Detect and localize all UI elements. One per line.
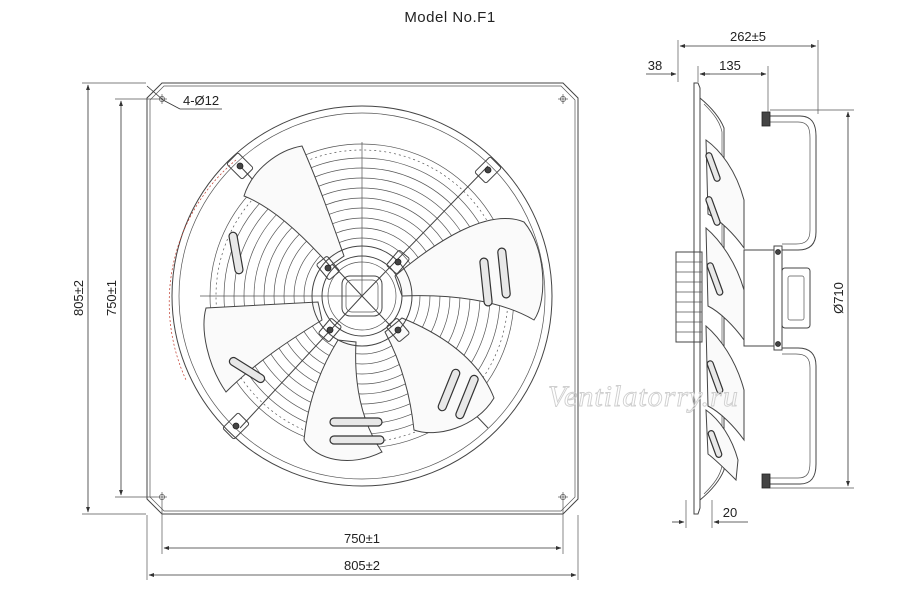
dim-front-outer-vertical-label: 805±2 — [71, 280, 86, 316]
dim-front-outer-horizontal-label: 805±2 — [344, 558, 380, 573]
front-view: 4-Ø12 750±1 805±2 805±2 750±1 — [71, 82, 579, 580]
model-title: Model No.F1 — [404, 9, 495, 26]
watermark-text: Ventilatorry.ru — [548, 380, 739, 413]
side-motor — [675, 245, 811, 351]
blade-5 — [243, 145, 345, 267]
guard-clamps — [222, 152, 502, 440]
side-blades — [705, 139, 745, 482]
motor-hub — [311, 245, 413, 347]
dim-side-diameter: Ø710 — [770, 109, 854, 489]
mounting-hole-bottom-left — [157, 492, 167, 502]
dim-side-motor: 135 — [699, 58, 769, 112]
blade-4 — [203, 301, 323, 393]
hole-callout: 4-Ø12 — [146, 85, 222, 110]
blade-slots — [228, 231, 511, 445]
hub-clamps — [316, 250, 410, 342]
dim-side-total: 262±5 — [677, 29, 819, 114]
cable-dashed-red — [168, 159, 237, 381]
blade-3 — [303, 339, 383, 461]
hole-note-label: 4-Ø12 — [183, 93, 219, 108]
dim-side-flange: 20 — [672, 500, 748, 528]
dim-front-outer-vertical: 805±2 — [71, 82, 146, 515]
blade-2 — [384, 317, 495, 434]
dim-front-outer-horizontal: 805±2 — [146, 515, 579, 580]
shroud-outer-ring — [171, 105, 553, 487]
impeller-blades — [203, 145, 544, 461]
dim-side-motor-label: 135 — [719, 58, 741, 73]
dim-front-inner-vertical: 750±1 — [104, 98, 157, 498]
mounting-hole-top-right — [558, 94, 568, 104]
side-plate — [693, 82, 701, 515]
dim-side-diameter-label: Ø710 — [831, 282, 846, 314]
blade-1 — [394, 218, 544, 321]
dim-side-flange-label: 20 — [723, 505, 737, 520]
mounting-plate-inner — [149, 85, 576, 512]
dim-front-inner-vertical-label: 750±1 — [104, 280, 119, 316]
shroud-inner-ring — [178, 112, 546, 480]
side-view: 262±5 38 135 Ø710 20 — [646, 29, 854, 528]
side-guard-struts — [761, 111, 817, 489]
dim-front-inner-horizontal: 750±1 — [161, 502, 564, 554]
dim-front-inner-horizontal-label: 750±1 — [344, 531, 380, 546]
mounting-hole-bottom-right — [558, 492, 568, 502]
dim-side-total-label: 262±5 — [730, 29, 766, 44]
dim-side-plate-offset-label: 38 — [648, 58, 662, 73]
